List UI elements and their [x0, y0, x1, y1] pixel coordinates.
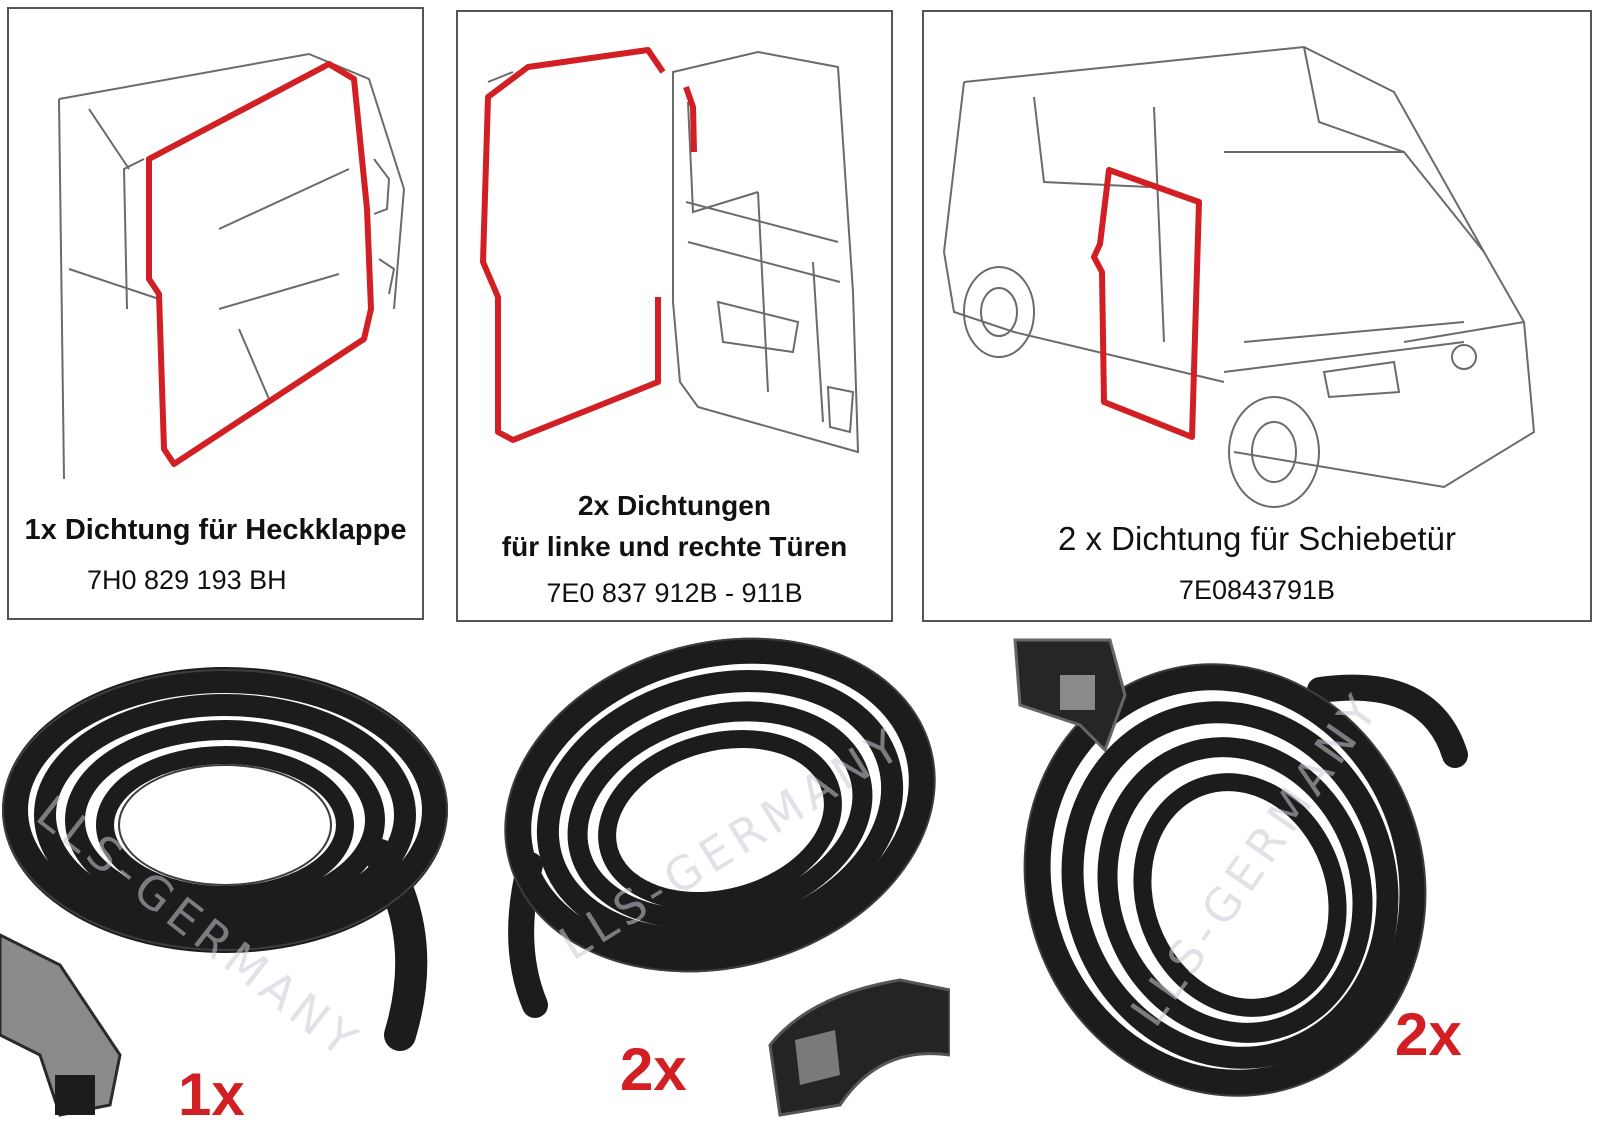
- doors-part-number: 7E0 837 912B - 911B: [546, 578, 803, 608]
- door-seal-right-fragment: [683, 86, 697, 153]
- coiled-seal-1: [0, 667, 448, 1117]
- diagram-panel-sliding-door: 2 x Dichtung für Schiebetür 7E0843791B: [922, 10, 1592, 622]
- coiled-seal-2: [504, 637, 950, 1117]
- sliding-door-caption: 2 x Dichtung für Schiebetür: [1057, 520, 1457, 557]
- door-line-drawing: [480, 47, 860, 454]
- tailgate-caption: 1x Dichtung für Heckklappe: [24, 514, 407, 546]
- coiled-seal-3: [1013, 638, 1468, 1097]
- diagram-panel-tailgate: 1x Dichtung für Heckklappe 7H0 829 193 B…: [7, 7, 424, 620]
- sliding-door-seal-outline: [1091, 167, 1202, 440]
- diagram-panel-doors: 2x Dichtungen für linke und rechte Türen…: [456, 10, 893, 622]
- tailgate-line-drawing: [58, 52, 406, 480]
- seal-photo-2: LLS-GERMANY 2x: [480, 635, 950, 1139]
- tailgate-part-number: 7H0 829 193 BH: [87, 565, 287, 595]
- sliding-door-part-number: 7E0843791B: [1178, 575, 1336, 605]
- seal-photo-1: LLS-GERMANY 1x: [0, 635, 470, 1139]
- door-seal-left: [480, 47, 666, 443]
- seal-photo-3: LLS-GERMANY 2x: [1000, 635, 1600, 1139]
- doors-caption-line1: 2x Dichtungen: [578, 490, 771, 521]
- quantity-label-1: 1x: [178, 1061, 245, 1128]
- quantity-label-2: 2x: [620, 1036, 687, 1103]
- tailgate-seal-outline: [146, 61, 374, 467]
- quantity-label-3: 2x: [1395, 1001, 1462, 1068]
- van-line-drawing: [942, 45, 1536, 508]
- doors-caption-line2: für linke und rechte Türen: [501, 531, 848, 562]
